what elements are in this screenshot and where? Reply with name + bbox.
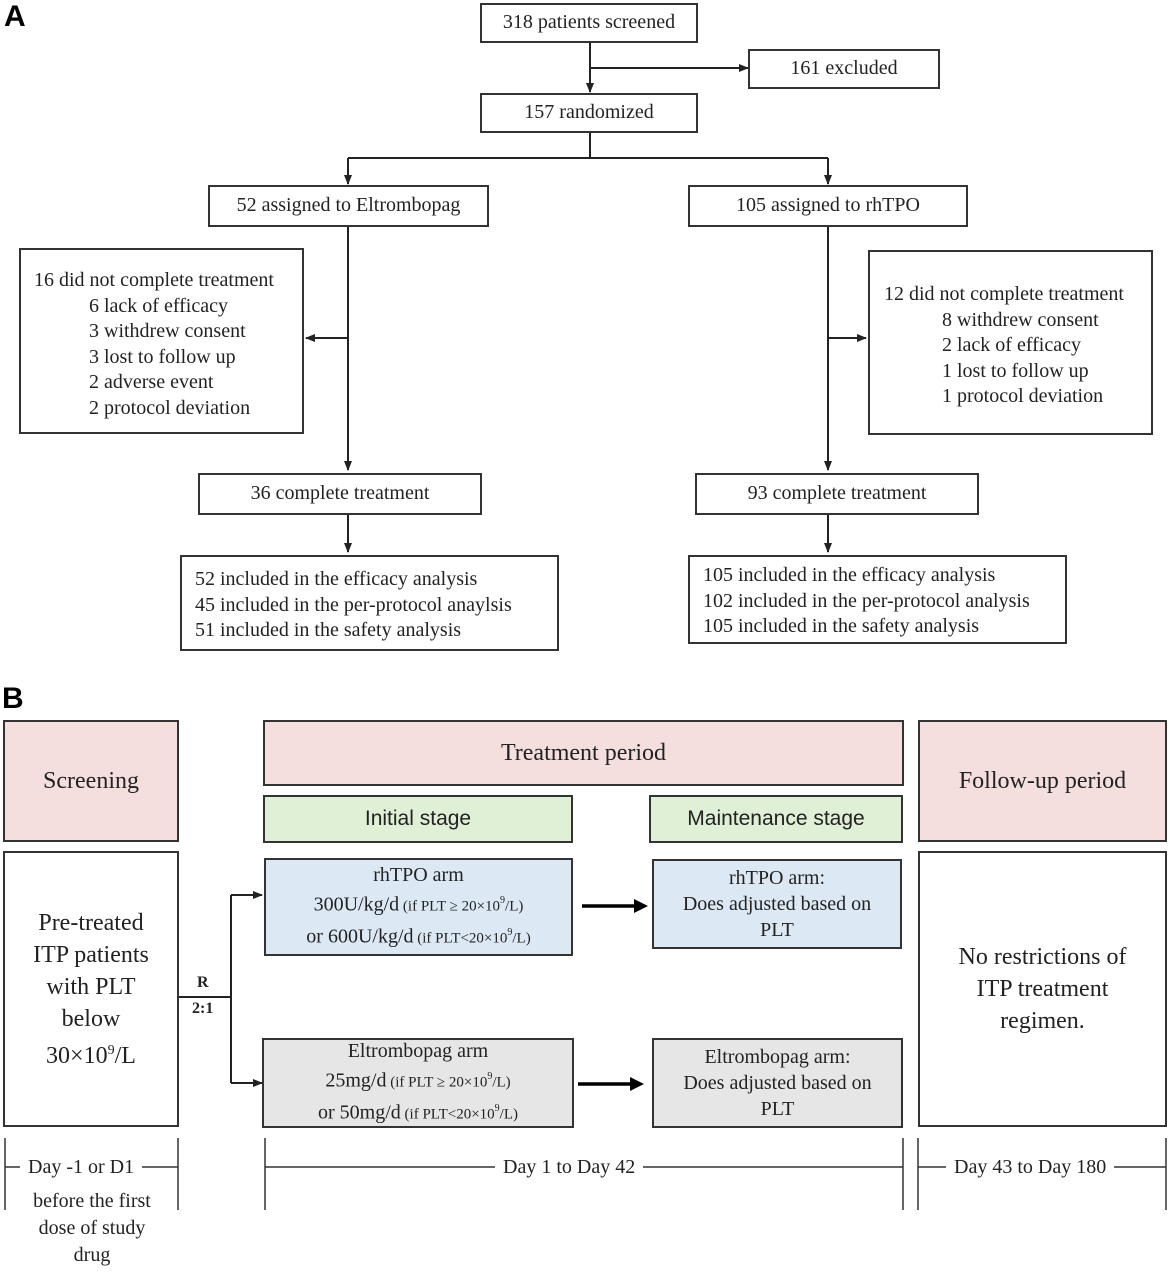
- rhtpo-arm-dose2: or 600U/kg/d (if PLT<20×109/L): [306, 925, 531, 948]
- eltrombopag-arm-title: Eltrombopag arm: [347, 1040, 489, 1063]
- rhtpo-assigned-box: 105 assigned to rhTPO: [688, 185, 968, 227]
- followup-line: No restrictions of: [958, 944, 1127, 970]
- timeline-treatment-label: Day 1 to Day 42: [495, 1155, 644, 1179]
- rhtpo-maint-line: PLT: [760, 919, 794, 941]
- elt-complete-text: 36 complete treatment: [250, 482, 430, 505]
- patients-line: with PLT: [46, 973, 136, 1000]
- timeline-screening-label: Day -1 or D1: [20, 1155, 143, 1179]
- rh-analysis-line: 105 included in the safety analysis: [703, 615, 980, 637]
- followup-box: No restrictions of ITP treatment regimen…: [918, 851, 1167, 1127]
- elt-analysis-box: 52 included in the efficacy analysis 45 …: [180, 555, 559, 651]
- rh-analysis-line: 102 included in the per-protocol analysi…: [703, 589, 1030, 612]
- excluded-text: 161 excluded: [790, 57, 898, 80]
- eltrombopag-arm-dose1: 25mg/d (if PLT ≥ 20×109/L): [325, 1070, 511, 1092]
- elt-analysis-line: 52 included in the efficacy analysis: [195, 568, 478, 590]
- elt-dropout-reason: 3 lost to follow up: [89, 345, 236, 368]
- screening-note-line: drug: [73, 1244, 111, 1266]
- initial-stage-header: Initial stage: [263, 795, 573, 843]
- randomized-box: 157 randomized: [480, 93, 698, 133]
- patients-line: Pre-treated: [38, 909, 144, 936]
- followup-line: ITP treatment: [976, 976, 1109, 1002]
- maintenance-stage-header: Maintenance stage: [649, 795, 903, 843]
- elt-complete-box: 36 complete treatment: [198, 473, 482, 515]
- elt-maint-line: Eltrombopag arm:: [704, 1046, 851, 1068]
- elt-dropout-reason: 3 withdrew consent: [89, 320, 246, 342]
- rhtpo-assigned-text: 105 assigned to rhTPO: [736, 194, 920, 217]
- randomized-text: 157 randomized: [524, 101, 654, 124]
- panel-b-label: B: [2, 682, 24, 715]
- screening-note-line: before the first: [33, 1190, 151, 1212]
- rhtpo-maint-line: Does adjusted based on: [682, 893, 872, 915]
- rhtpo-maintenance-box: rhTPO arm: Does adjusted based on PLT: [652, 859, 902, 949]
- patients-line: ITP patients: [33, 941, 149, 968]
- rh-dropout-reason: 1 protocol deviation: [942, 385, 1104, 407]
- elt-dropout-reason: 2 protocol deviation: [89, 396, 251, 419]
- rhtpo-arm-box: rhTPO arm 300U/kg/d (if PLT ≥ 20×109/L) …: [264, 858, 573, 956]
- elt-dropout-reason: 6 lack of efficacy: [89, 294, 228, 317]
- treatment-period-text: Treatment period: [500, 739, 667, 766]
- rh-dropout-reason: 1 lost to follow up: [942, 359, 1089, 382]
- ratio-label: 2:1: [192, 1000, 214, 1017]
- rh-complete-text: 93 complete treatment: [747, 482, 927, 505]
- screened-box: 318 patients screened: [480, 3, 698, 43]
- screened-text: 318 patients screened: [502, 11, 676, 34]
- elt-maint-line: Does adjusted based on: [683, 1072, 872, 1094]
- rh-analysis-box: 105 included in the efficacy analysis 10…: [688, 555, 1067, 644]
- treatment-period-header: Treatment period: [263, 720, 904, 786]
- randomization-label: R: [197, 974, 209, 991]
- elt-dropout-reason: 2 adverse event: [89, 371, 214, 393]
- elt-maint-line: PLT: [760, 1098, 795, 1120]
- elt-dropouts-header: 16 did not complete treatment: [34, 269, 274, 291]
- initial-stage-text: Initial stage: [364, 807, 472, 830]
- rhtpo-arm-title: rhTPO arm: [373, 864, 464, 887]
- followup-period-header: Follow-up period: [918, 720, 1167, 842]
- rhtpo-maint-line: rhTPO arm:: [728, 867, 826, 889]
- followup-period-text: Follow-up period: [958, 767, 1127, 794]
- rh-dropout-reason: 8 withdrew consent: [942, 308, 1099, 331]
- rh-dropout-reason: 2 lack of efficacy: [942, 334, 1081, 356]
- elt-dropouts-box: 16 did not complete treatment 6 lack of …: [19, 248, 304, 434]
- eltrombopag-maintenance-box: Eltrombopag arm: Does adjusted based on …: [652, 1038, 903, 1128]
- eltrombopag-assigned-box: 52 assigned to Eltrombopag: [208, 185, 489, 227]
- rh-analysis-line: 105 included in the efficacy analysis: [703, 564, 996, 586]
- eltrombopag-assigned-text: 52 assigned to Eltrombopag: [236, 194, 461, 217]
- screening-text: Screening: [43, 767, 139, 794]
- timeline-screening-note: before the first dose of study drug: [5, 1188, 179, 1269]
- eltrombopag-arm-box: Eltrombopag arm 25mg/d (if PLT ≥ 20×109/…: [262, 1038, 574, 1128]
- screening-header: Screening: [3, 720, 179, 842]
- screening-note-line: dose of study: [38, 1217, 146, 1239]
- eltrombopag-arm-dose2: or 50mg/d (if PLT<20×109/L): [318, 1101, 518, 1124]
- panel-a-label: A: [4, 0, 26, 33]
- elt-analysis-line: 45 included in the per-protocol anaylsis: [195, 593, 512, 616]
- rh-complete-box: 93 complete treatment: [695, 473, 979, 515]
- followup-line: regimen.: [1000, 1008, 1085, 1034]
- maintenance-stage-text: Maintenance stage: [687, 807, 865, 830]
- rh-dropouts-header: 12 did not complete treatment: [884, 283, 1124, 305]
- patients-threshold: 30×109/L: [46, 1042, 136, 1069]
- rh-dropouts-box: 12 did not complete treatment 8 withdrew…: [868, 250, 1153, 435]
- rhtpo-arm-dose1: 300U/kg/d (if PLT ≥ 20×109/L): [313, 894, 524, 916]
- elt-analysis-line: 51 included in the safety analysis: [195, 619, 462, 641]
- timeline-followup-label: Day 43 to Day 180: [946, 1155, 1115, 1179]
- patients-line: below: [61, 1005, 121, 1032]
- excluded-box: 161 excluded: [748, 49, 940, 89]
- patients-box: Pre-treated ITP patients with PLT below …: [3, 851, 179, 1127]
